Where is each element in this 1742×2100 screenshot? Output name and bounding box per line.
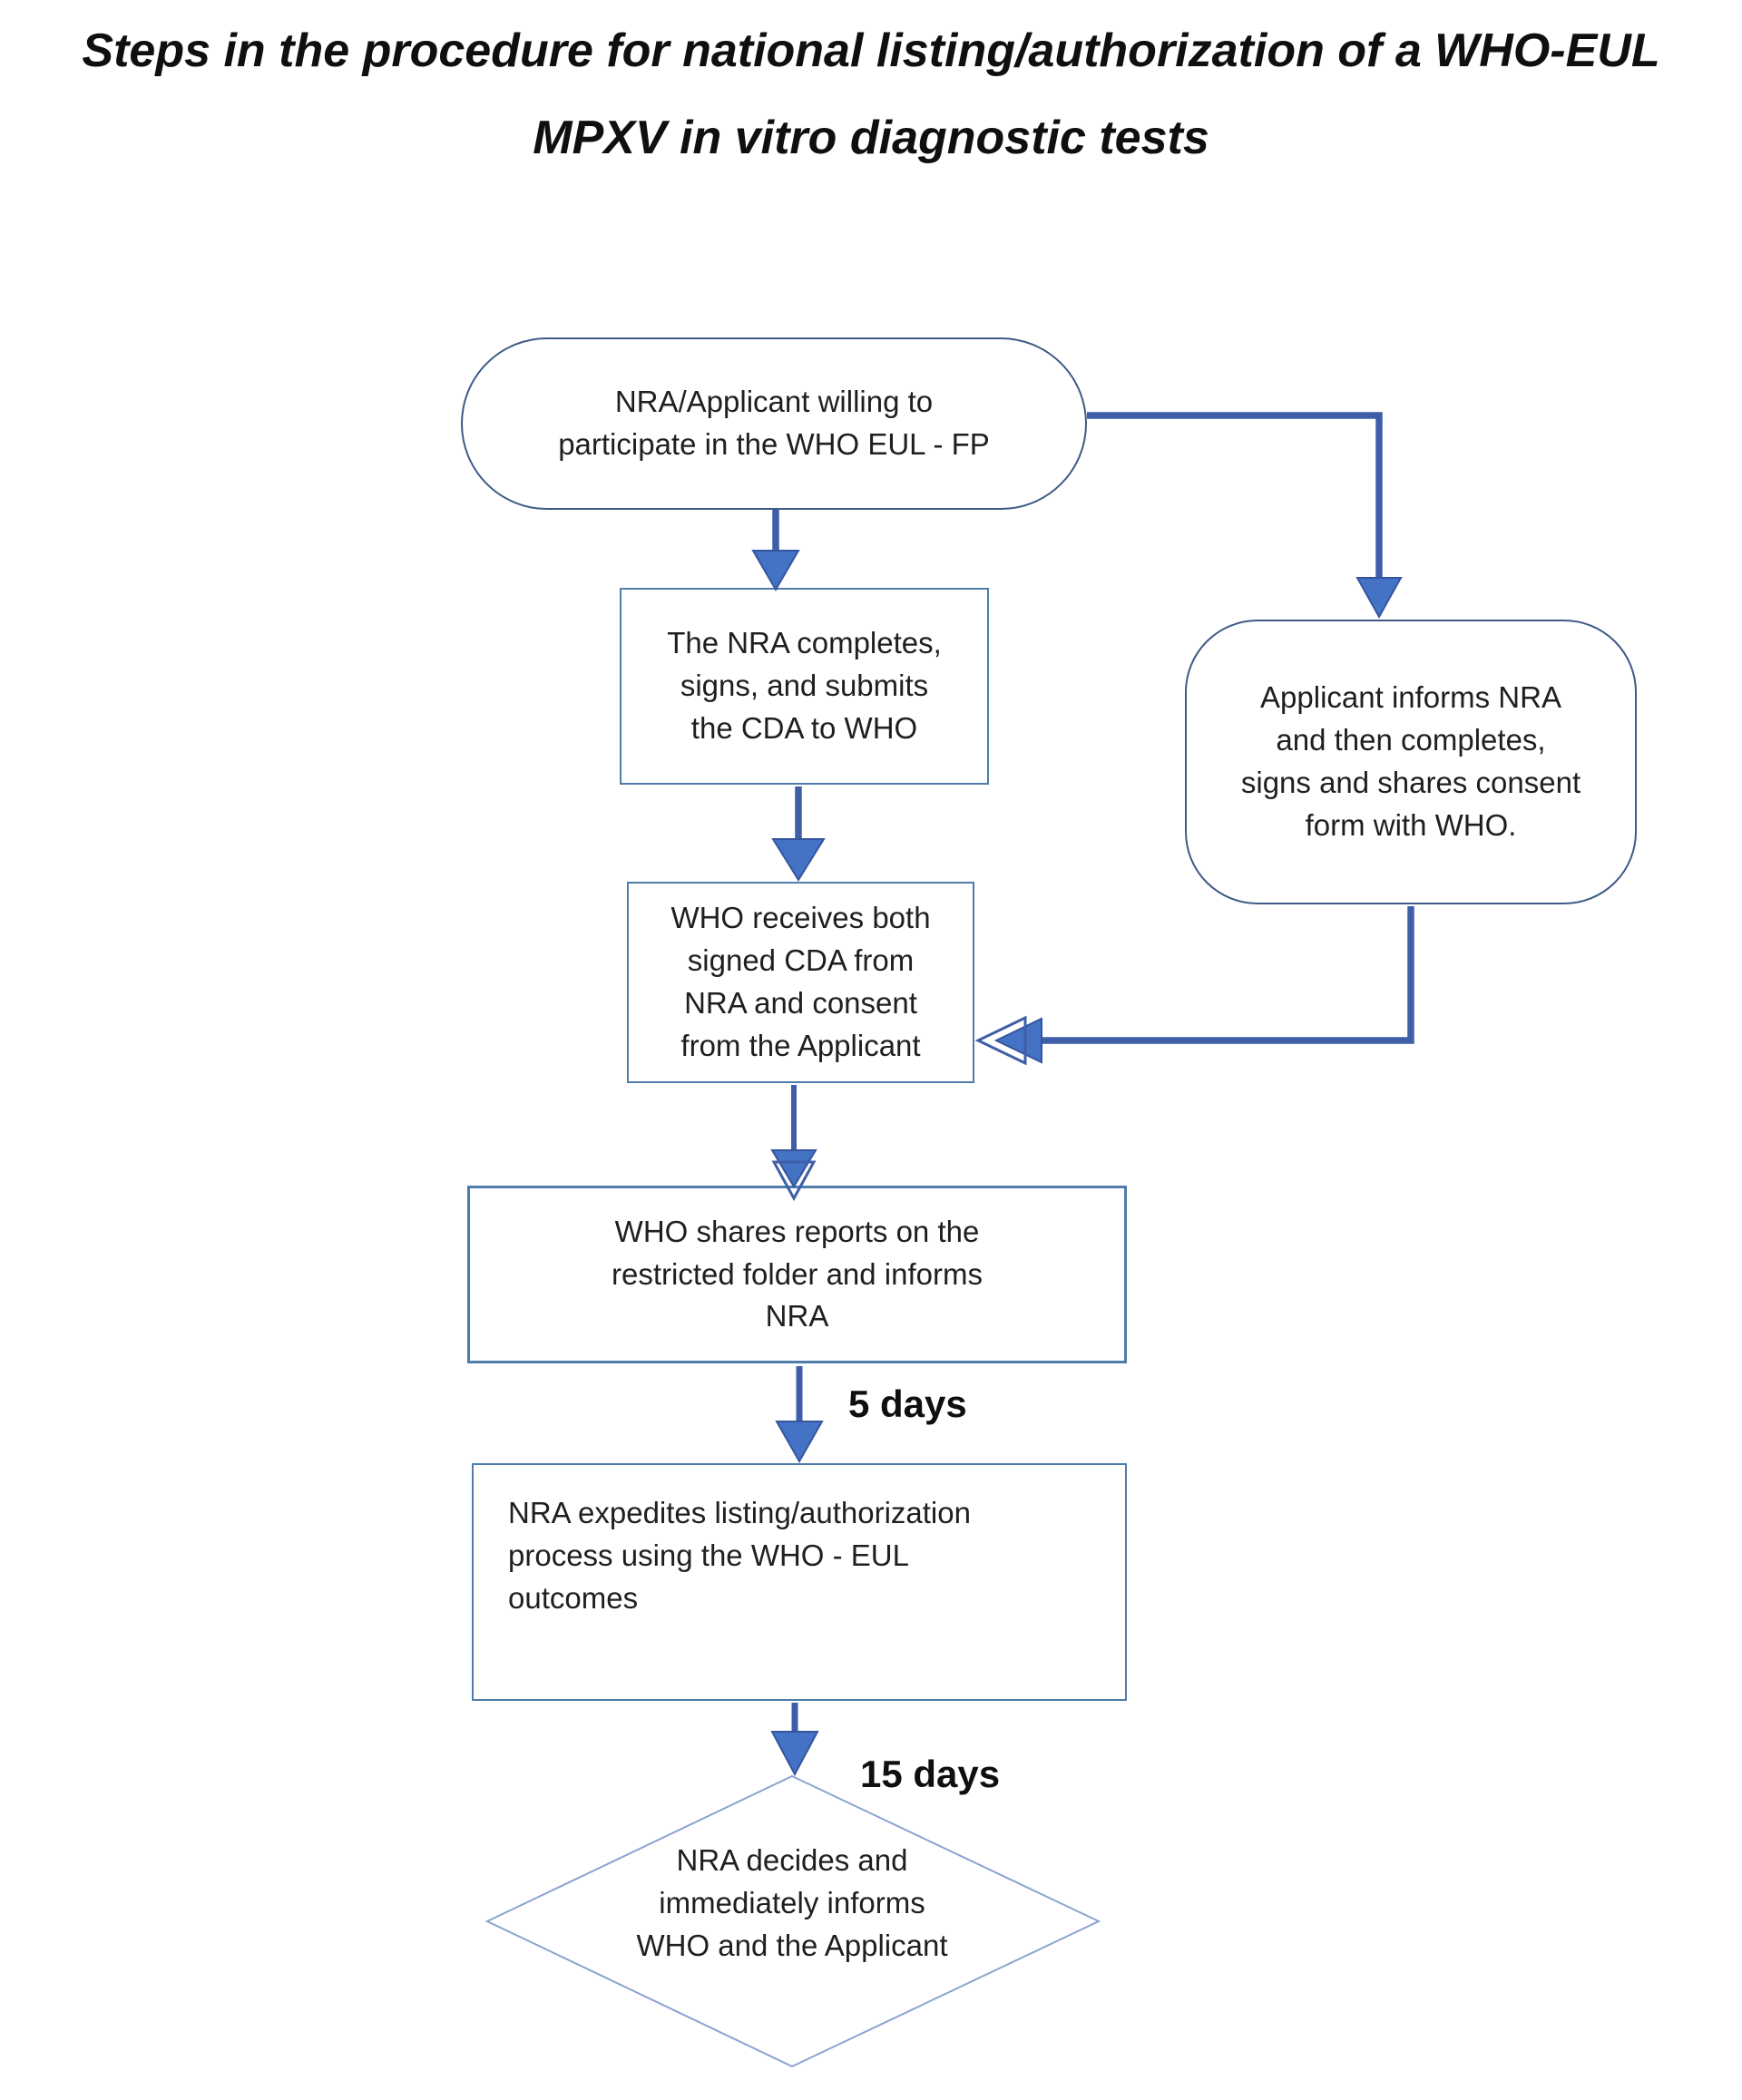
node-who-receives-text: NRA and consent (684, 986, 917, 1020)
node-who-receives-text: from the Applicant (680, 1028, 921, 1062)
node-nra-expedites-process: NRA expedites listing/authorization proc… (472, 1463, 1127, 1701)
node-applicant-consent: Applicant informs NRA and then completes… (1185, 620, 1637, 904)
connector-applicant-consent-to-who-receives (974, 906, 1414, 1066)
page-title-line2: MPXV in vitro diagnostic tests (533, 112, 1209, 165)
node-nra-completes-cda: The NRA completes, signs, and submits th… (620, 588, 989, 785)
node-who-receives-text: signed CDA from (687, 943, 915, 978)
node-nra-expedites-text: process using the WHO - EUL (508, 1538, 909, 1572)
node-nra-expedites-text: NRA expedites listing/authorization (508, 1496, 971, 1529)
node-who-shares-reports: WHO shares reports on the restricted fol… (467, 1186, 1127, 1363)
edge-label-15-days: 15 days (860, 1753, 1001, 1795)
node-nra-decides-decision: NRA decides and immediately informs WHO … (629, 1840, 955, 1968)
node-nra-cda-text: signs, and submits (680, 669, 929, 703)
edge-label-5-days: 5 days (848, 1382, 967, 1425)
node-applicant-consent-text: and then completes, (1276, 723, 1546, 757)
node-who-shares-text: restricted folder and informs (611, 1256, 983, 1291)
node-applicant-consent-text: signs and shares consent (1240, 766, 1581, 799)
node-nra-cda-text: The NRA completes, (667, 626, 942, 660)
node-who-shares-text: NRA (765, 1299, 829, 1333)
node-nra-decides-text: NRA decides and (676, 1843, 908, 1877)
node-start-text: NRA/Applicant willing to (614, 385, 934, 419)
connector-start-to-nra-cda (751, 510, 800, 591)
connector-who-receives-to-who-shares (770, 1085, 817, 1202)
page-title: Steps in the procedure for national list… (0, 7, 1742, 181)
node-nra-decides-text: immediately (659, 1885, 819, 1919)
connector-nra-cda-to-who-receives (771, 786, 826, 882)
node-nra-expedites-text: outcomes (508, 1580, 639, 1615)
node-applicant-consent-text: Applicant informs NRA (1260, 680, 1561, 715)
connector-start-to-applicant-consent (1087, 412, 1403, 620)
node-who-receives-text: WHO receives both (670, 901, 931, 935)
connector-nra-expedites-to-nra-decides (770, 1703, 819, 1777)
page-title-line1: Steps in the procedure for national list… (82, 24, 1660, 77)
node-start-text: participate in the WHO EUL - FP (558, 427, 990, 461)
node-who-shares-text: WHO shares reports on the (614, 1214, 980, 1248)
node-who-receives-documents: WHO receives both signed CDA from NRA an… (627, 882, 974, 1083)
connector-who-shares-to-nra-expedites (775, 1366, 824, 1464)
node-nra-cda-text: the CDA to WHO (690, 710, 918, 745)
node-start-terminator: NRA/Applicant willing to participate in … (461, 337, 1087, 510)
node-applicant-consent-text: form with WHO. (1305, 807, 1517, 842)
node-nra-decides-text: the Applicant (776, 1928, 948, 1962)
